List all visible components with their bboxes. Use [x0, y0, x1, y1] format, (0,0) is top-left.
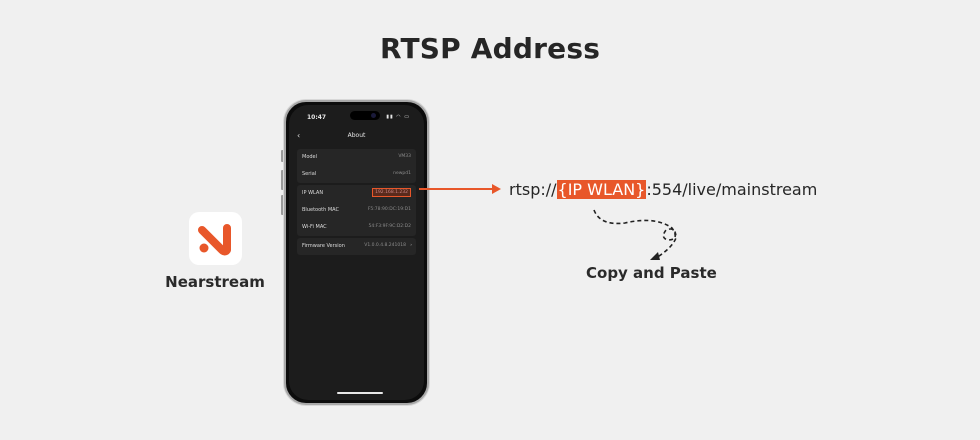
phone-screen: 10:47 ▮▮ ◠ ▭ ‹ About Model VM33 Serial n…	[289, 105, 424, 400]
row-firmware-version[interactable]: Firmware Version V1.0.0.4.8.241018 ›	[297, 238, 416, 255]
arrow-right-icon	[492, 184, 501, 194]
app-name: Nearstream	[165, 273, 265, 291]
wifi-icon: ◠	[396, 114, 402, 120]
status-time: 10:47	[307, 114, 327, 121]
info-group-network: IP WLAN 192.168.1.232 Bluetooth MAC F5:7…	[297, 185, 416, 236]
battery-icon: ▭	[404, 114, 410, 120]
phone-side-button	[281, 150, 284, 162]
phone-volume-up	[281, 170, 284, 190]
rtsp-prefix: rtsp://	[509, 180, 557, 199]
nearstream-app-icon	[189, 212, 242, 265]
phone-volume-down	[281, 195, 284, 215]
row-model: Model VM33	[297, 149, 416, 166]
nav-bar: ‹ About	[289, 131, 424, 143]
row-value: F5:78:90:DC:19:D1	[367, 207, 411, 212]
status-icons: ▮▮ ◠ ▭	[386, 114, 410, 120]
phone-mockup: 10:47 ▮▮ ◠ ▭ ‹ About Model VM33 Serial n…	[284, 100, 429, 405]
rtsp-suffix: :554/live/mainstream	[646, 180, 818, 199]
row-value: 54:F3:9F:9C:D2:D2	[368, 224, 411, 229]
camera-icon	[371, 113, 376, 118]
rtsp-ip-placeholder: {IP WLAN}	[556, 180, 647, 199]
row-label: Firmware Version	[302, 243, 345, 249]
row-label: IP WLAN	[302, 190, 324, 196]
row-wifi-mac: Wi-Fi MAC 54:F3:9F:9C:D2:D2	[297, 219, 416, 236]
rtsp-url[interactable]: rtsp://{IP WLAN}:554/live/mainstream	[509, 180, 817, 199]
dashed-curved-arrow-icon	[593, 209, 677, 260]
row-label: Serial	[302, 171, 317, 177]
row-label: Wi-Fi MAC	[302, 224, 327, 230]
row-value: newpd1	[393, 171, 411, 176]
nav-title: About	[347, 132, 366, 139]
signal-icon: ▮▮	[386, 114, 394, 120]
row-bluetooth-mac: Bluetooth MAC F5:78:90:DC:19:D1	[297, 202, 416, 219]
dynamic-island	[350, 111, 380, 120]
info-group-device: Model VM33 Serial newpd1	[297, 149, 416, 183]
pointer-arrow-line	[419, 188, 495, 190]
status-bar: 10:47 ▮▮ ◠ ▭	[289, 111, 424, 124]
row-value: V1.0.0.4.8.241018	[364, 243, 406, 248]
nearstream-logo-icon	[198, 224, 231, 256]
copy-and-paste-label: Copy and Paste	[586, 264, 717, 282]
chevron-left-icon[interactable]: ‹	[297, 131, 301, 140]
row-ip-wlan: IP WLAN 192.168.1.232	[297, 185, 416, 202]
ip-wlan-value: 192.168.1.232	[372, 188, 411, 197]
info-group-firmware[interactable]: Firmware Version V1.0.0.4.8.241018 ›	[297, 238, 416, 255]
row-value: VM33	[398, 154, 411, 159]
row-label: Bluetooth MAC	[302, 207, 339, 213]
page-title: RTSP Address	[379, 32, 601, 65]
home-indicator	[337, 392, 383, 394]
chevron-right-icon: ›	[410, 243, 412, 248]
row-serial: Serial newpd1	[297, 166, 416, 183]
row-label: Model	[302, 154, 318, 160]
